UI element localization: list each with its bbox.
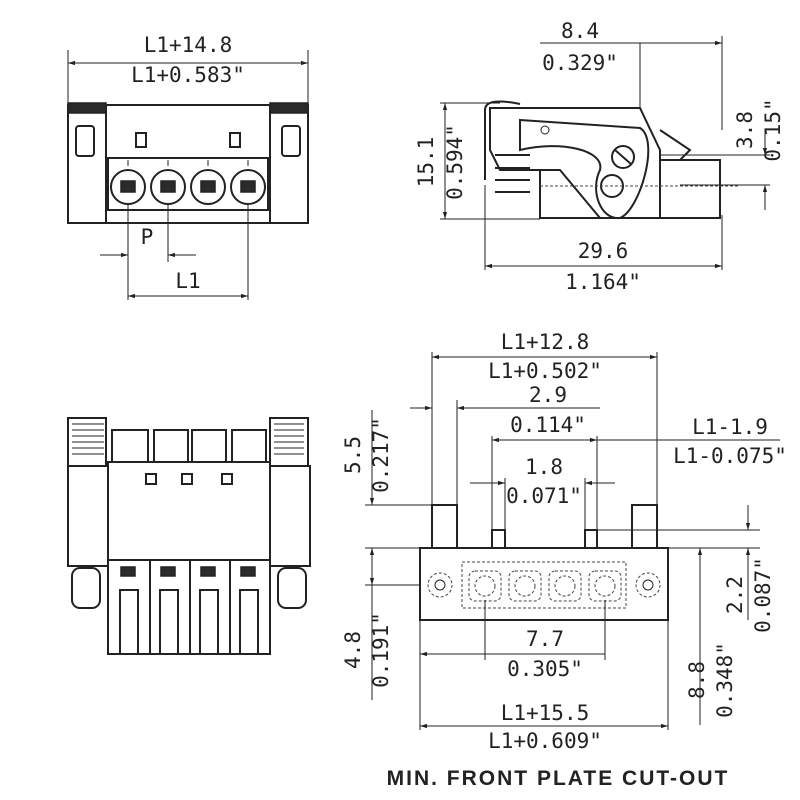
dim-total-width-mm: L1+15.5 bbox=[501, 701, 590, 725]
dim-cutout-width-mm: L1+12.8 bbox=[501, 330, 590, 354]
dim-width-in: 0.329" bbox=[542, 51, 618, 75]
dim-span-in: L1-0.075" bbox=[673, 444, 787, 468]
front-view: L1+14.8 L1+0.583" bbox=[67, 33, 309, 300]
dim-offset-in: 0.15" bbox=[761, 98, 785, 161]
side-view: 8.4 0.329" 15.1 0.594" 3.8 0.15" bbox=[414, 19, 785, 294]
dim-hole-in: 0.305" bbox=[507, 657, 583, 681]
dim-cutout-width-in: L1+0.502" bbox=[488, 359, 602, 383]
dim-side-mm: 2.2 bbox=[723, 576, 747, 614]
dim-hole-mm: 7.7 bbox=[526, 627, 564, 651]
dim-total-height-in: 0.348" bbox=[713, 642, 737, 718]
dim-lower-in: 0.191" bbox=[369, 612, 393, 688]
dim-tab-in: 0.114" bbox=[510, 413, 586, 437]
dim-slot-mm: 1.8 bbox=[525, 455, 563, 479]
dim-tab-height-in: 0.217" bbox=[369, 417, 393, 493]
dim-span-mm: L1-1.9 bbox=[692, 415, 768, 439]
dim-tab-mm: 2.9 bbox=[529, 383, 567, 407]
dim-length: L1 bbox=[175, 269, 200, 293]
dim-lower-mm: 4.8 bbox=[341, 631, 365, 669]
dim-overall-mm: L1+14.8 bbox=[144, 33, 233, 57]
screw-terminals bbox=[110, 160, 266, 205]
dim-offset-mm: 3.8 bbox=[733, 111, 757, 149]
dim-pitch: P bbox=[141, 225, 154, 249]
dim-width-mm: 8.4 bbox=[561, 19, 599, 43]
dim-slot-in: 0.071" bbox=[506, 484, 582, 508]
dim-height-in: 0.594" bbox=[443, 124, 467, 200]
dim-depth-mm: 29.6 bbox=[578, 239, 629, 263]
rear-view bbox=[67, 417, 311, 655]
dim-side-in: 0.087" bbox=[751, 557, 775, 633]
dim-overall-in: L1+0.583" bbox=[131, 63, 245, 87]
dim-height-mm: 15.1 bbox=[414, 137, 438, 188]
dim-total-height-mm: 8.8 bbox=[685, 661, 709, 699]
dim-tab-height-mm: 5.5 bbox=[341, 436, 365, 474]
cutout-view: L1+12.8 L1+0.502" 2.9 0.114" L1-1.9 L1-0… bbox=[341, 330, 787, 753]
cutout-caption: MIN. FRONT PLATE CUT-OUT bbox=[387, 767, 730, 790]
dim-depth-in: 1.164" bbox=[565, 270, 641, 294]
dim-total-width-in: L1+0.609" bbox=[488, 729, 602, 753]
